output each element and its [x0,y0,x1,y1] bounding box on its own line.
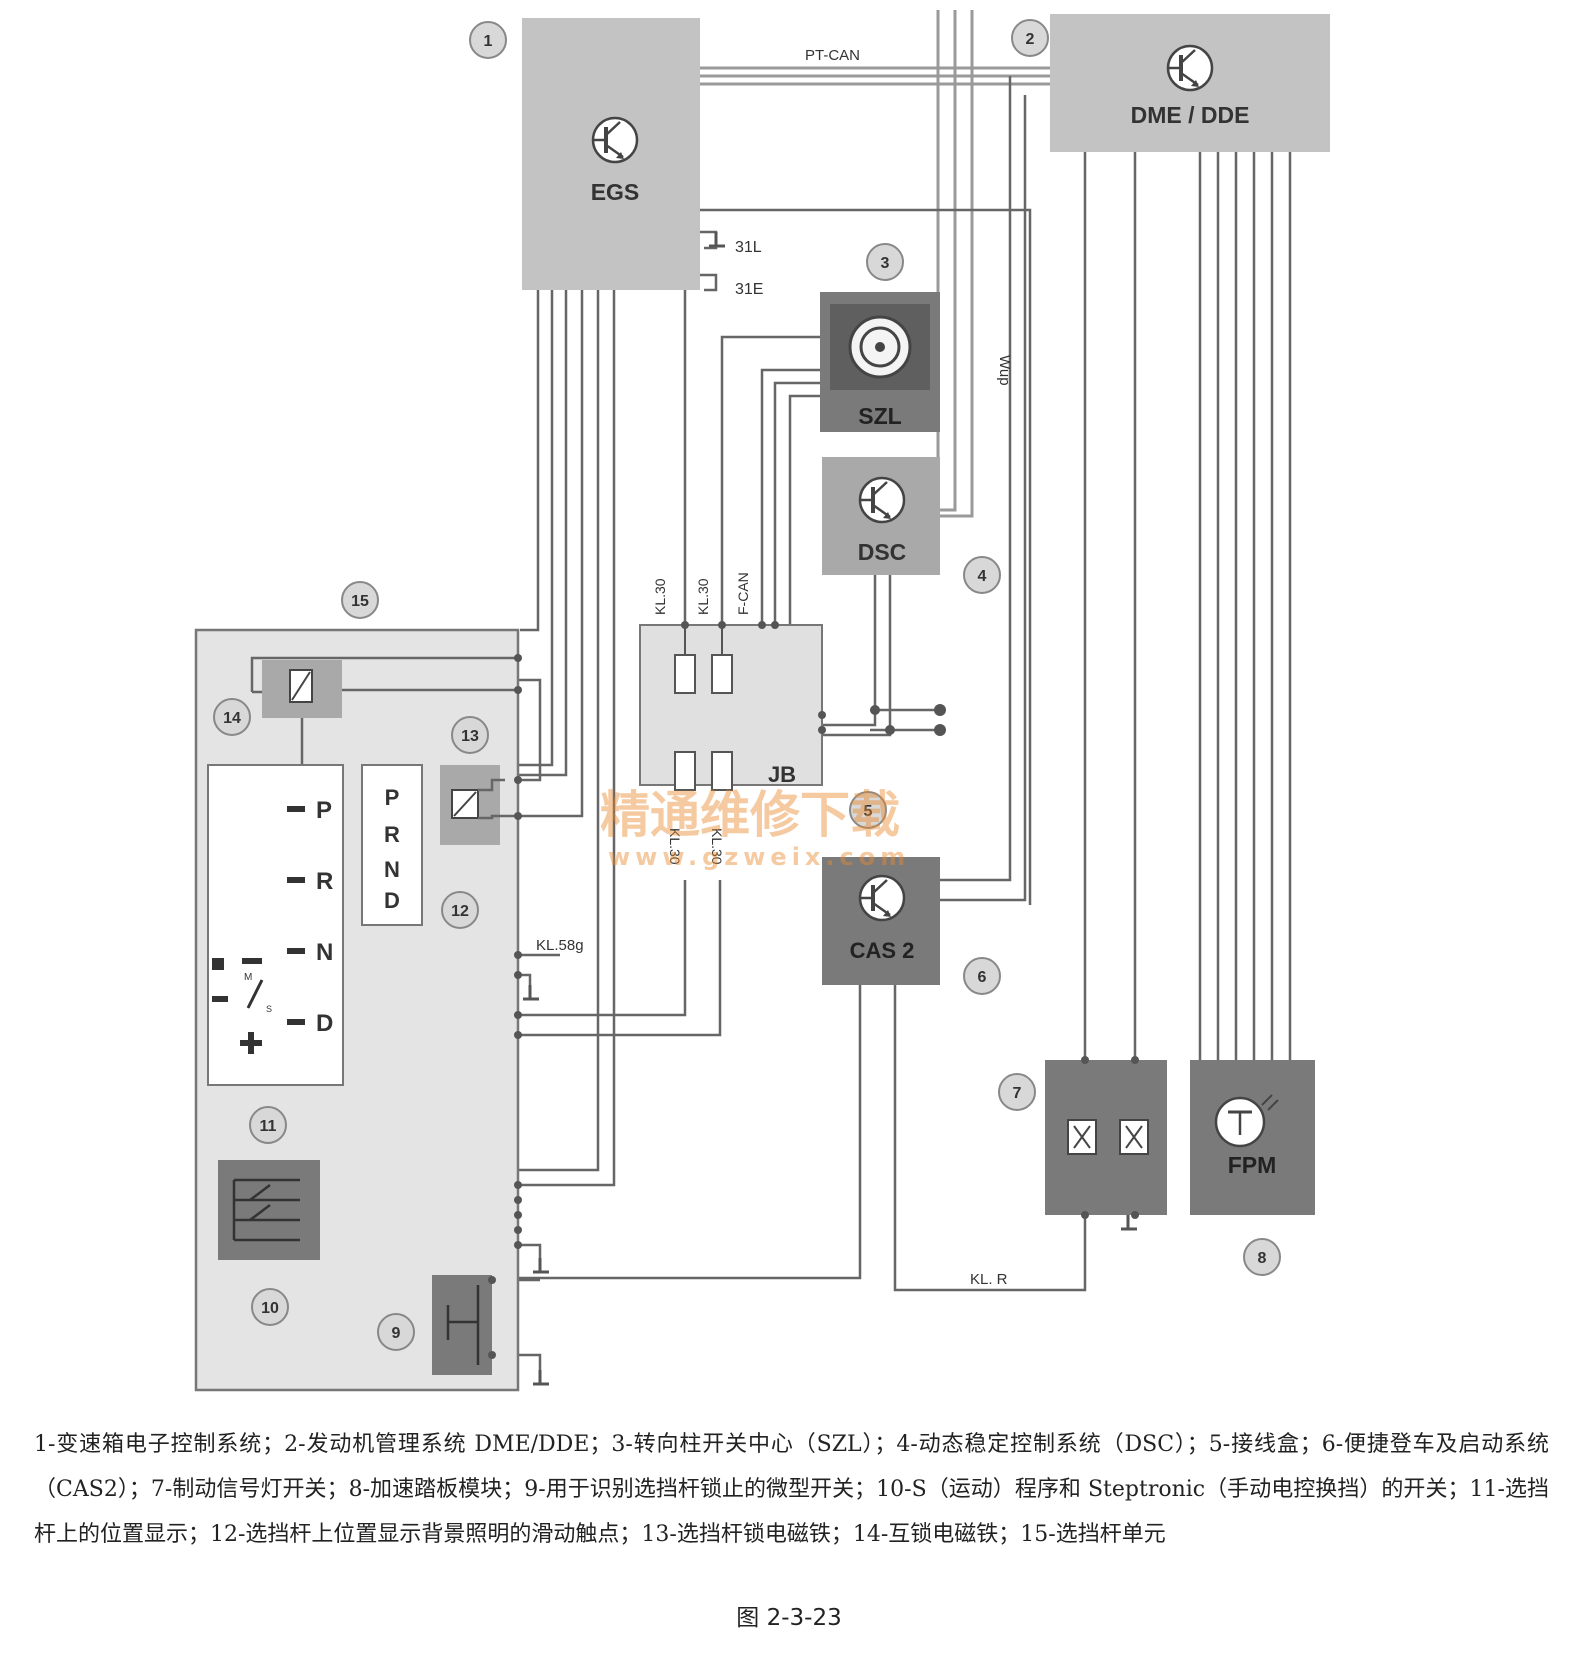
dme-dde-label: DME / DDE [1131,102,1250,128]
kl30-label: KL.30 [652,578,668,615]
kl-31l-label: 31L [735,239,762,256]
callout-2: 2 [1011,19,1049,57]
szl-label: SZL [858,403,901,429]
ground-icon [521,983,541,1001]
cas2-label: CAS 2 [850,938,915,963]
jb-label: JB [768,762,796,787]
kl-31e-label: 31E [735,281,763,298]
wiring-diagram: EGS 31L 31E PT-CAN DME / DDE SZL Wup DSC… [194,10,1330,1392]
fuse-icon [674,654,696,694]
svg-text:4: 4 [978,568,987,585]
transistor-icon [858,874,906,922]
callout-6: 6 [963,957,1001,995]
dsc-label: DSC [858,539,907,565]
svg-text:M: M [244,972,252,983]
callout-14: 14 [213,698,251,736]
fuse-icon [674,751,696,791]
wup-label: Wup [996,355,1013,386]
fuse-icon [711,751,733,791]
svg-text:8: 8 [1258,1250,1267,1267]
callout-12: 12 [441,891,479,929]
svg-text:15: 15 [351,593,369,610]
kl30-label: KL.30 [709,828,725,865]
connection-dots [681,621,946,736]
egs-label: EGS [591,179,640,205]
fuse-icon [711,654,733,694]
position-n: N [316,939,333,966]
callout-3: 3 [866,243,904,281]
manual-sport-symbol: M S [212,958,272,1054]
ground-icon [531,1368,551,1386]
svg-text:2: 2 [1026,31,1035,48]
svg-text:7: 7 [1013,1085,1022,1102]
position-display [207,764,344,1086]
callout-4: 4 [963,556,1001,594]
callout-15: 15 [341,581,379,619]
prnd-d: D [384,888,400,913]
svg-text:5: 5 [864,803,873,820]
position-p: P [316,797,332,824]
svg-text:14: 14 [223,710,241,727]
wires [320,10,1292,1370]
svg-text:6: 6 [978,969,987,986]
svg-text:9: 9 [392,1325,401,1342]
svg-text:S: S [266,1004,272,1014]
callouts: 1 2 3 4 5 6 7 8 9 10 11 12 13 14 15 [213,19,1281,1351]
svg-text:3: 3 [881,255,890,272]
callout-8: 8 [1243,1238,1281,1276]
pt-can-label: PT-CAN [805,47,860,64]
prnd-backlight-display [361,764,423,926]
transistor-icon [858,476,906,524]
watermark-url: www.gzweix.com [608,843,910,871]
position-r: R [316,868,333,895]
prnd-n: N [384,857,400,882]
lever-lock-microswitch [432,1275,492,1375]
kl30-label: KL.30 [695,578,711,615]
position-d: D [316,1010,333,1037]
figure-caption: 1-变速箱电子控制系统；2-发动机管理系统 DME/DDE；3-转向柱开关中心（… [34,1432,1549,1547]
f-can-label: F-CAN [735,572,751,615]
svg-text:13: 13 [461,728,479,745]
callout-13: 13 [451,716,489,754]
callout-11: 11 [249,1106,287,1144]
ground-icon [531,1256,551,1274]
callout-1: 1 [469,21,507,59]
callout-9: 9 [377,1313,415,1351]
callout-10: 10 [251,1288,289,1326]
callout-5: 5 [849,791,887,829]
kl-r-label: KL. R [970,1271,1008,1288]
kl58g-label: KL.58g [536,937,584,954]
callout-7: 7 [998,1073,1036,1111]
svg-text:1: 1 [484,33,493,50]
transistor-icon [1166,44,1214,92]
fpm-label: FPM [1228,1152,1277,1178]
figure-number: 图 2-3-23 [736,1605,842,1631]
svg-text:10: 10 [261,1300,279,1317]
svg-text:12: 12 [451,903,469,920]
watermark-title: 精通维修下载 [600,786,900,844]
kl30-label: KL.30 [667,828,683,865]
prnd-p: P [385,785,400,810]
svg-text:11: 11 [260,1118,277,1135]
prnd-r: R [384,822,400,847]
ground-icon [707,230,727,248]
transistor-icon [591,116,639,164]
